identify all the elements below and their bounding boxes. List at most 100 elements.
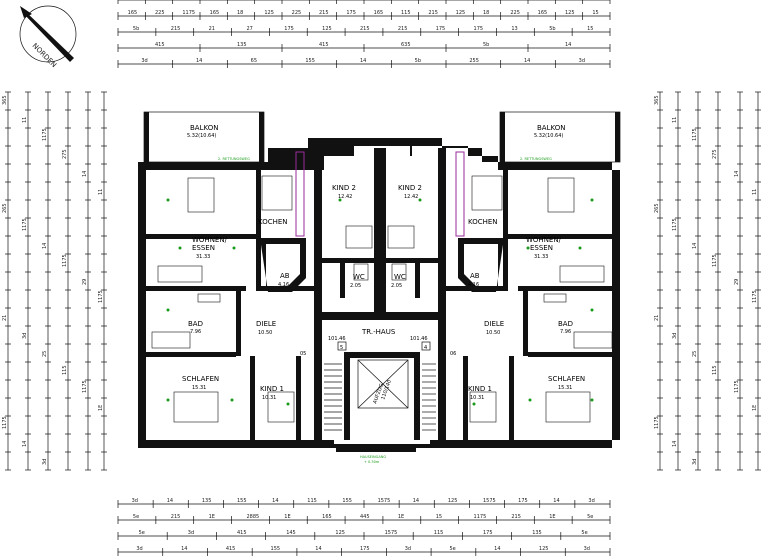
room-bad-left: BAD xyxy=(188,320,203,328)
room-bad-right-area: 7.96 xyxy=(560,329,571,335)
room-balkon-right-area: 5.32(10.64) xyxy=(534,133,563,139)
room-wohnen-left-area: 31.33 xyxy=(196,254,210,260)
top-dimension-label: 255 xyxy=(469,58,479,64)
bottom-dimension-label: 125 xyxy=(539,546,549,552)
bottom-dimension-label: 175 xyxy=(518,498,528,504)
room-kind1-right: KIND 1 xyxy=(468,385,492,393)
bottom-dimension-label: 15 xyxy=(436,514,442,520)
right-dimension-label: 11 xyxy=(752,189,758,195)
top-dimension-label: 3d xyxy=(141,58,147,64)
top-dimension-label: 165 xyxy=(374,10,384,16)
right-dimension-label: 265 xyxy=(654,203,660,213)
right-dimension-label: 29 xyxy=(734,279,740,285)
room-diele-left-area: 10.50 xyxy=(258,330,272,336)
room-schlafen-left-area: 15.31 xyxy=(192,385,206,391)
compass: NORDEN xyxy=(19,5,77,69)
bottom-dimension-label: 1575 xyxy=(385,530,398,536)
bottom-dimension-label: 155 xyxy=(237,498,247,504)
top-dimension-label: 125 xyxy=(456,10,466,16)
bottom-dimension-label: 5e xyxy=(139,530,145,536)
left-dimension-label: 11 xyxy=(22,117,28,123)
room-kind2-left: KIND 2 xyxy=(332,184,356,192)
right-dimension-label: 1175 xyxy=(654,416,660,429)
right-dimension-label: 1175 xyxy=(672,218,678,231)
top-dimension-label: 15 xyxy=(592,10,598,16)
stair-marker-right: 4 xyxy=(424,345,427,351)
left-dimension-label: 3d xyxy=(22,333,28,339)
bottom-dimension-label: 3d xyxy=(132,498,138,504)
bottom-dimension-label: 14 xyxy=(181,546,187,552)
room-ab-right: AB xyxy=(470,272,480,280)
bottom-dimension-label: 3d xyxy=(188,530,194,536)
room-wohnen-right-1: WOHNEN/ xyxy=(526,236,562,244)
room-wc-right: WC xyxy=(394,273,406,281)
top-dimension-label: 1175 xyxy=(182,10,195,16)
bottom-dimension-label: 5e xyxy=(581,530,587,536)
right-dimension-label: 14 xyxy=(734,171,740,177)
room-kind1-left-area: 10.31 xyxy=(262,395,276,401)
bottom-dimension-label: 165 xyxy=(322,514,332,520)
top-dimension-label: 125 xyxy=(264,10,274,16)
room-diele-right: DIELE xyxy=(484,320,504,328)
right-dimension-label: 1175 xyxy=(734,380,740,393)
bottom-dimension-label: 215 xyxy=(511,514,521,520)
bottom-dimension-label: 14 xyxy=(553,498,559,504)
bottom-dimension-label: 155 xyxy=(271,546,281,552)
right-dimension-label: 14 xyxy=(692,243,698,249)
bottom-dimension-label: 3d xyxy=(136,546,142,552)
bottom-dimension-label: 5e xyxy=(133,514,139,520)
top-dimension-label: 215 xyxy=(171,26,181,32)
compass-label: NORDEN xyxy=(31,42,58,69)
top-dimension-label: 115 xyxy=(401,10,411,16)
room-kochen-right: KOCHEN xyxy=(468,218,498,226)
bottom-dimension-label: 1E xyxy=(284,514,290,520)
room-wohnen-left-1: WOHNEN/ xyxy=(192,236,228,244)
right-dimension-label: 1E xyxy=(752,405,758,411)
bottom-dimension-label: 14 xyxy=(315,546,321,552)
bottom-dimension-label: 14 xyxy=(167,498,173,504)
room-labels-left: BALKON 5.32(10.64) 2. RETTUNGSWEG KOCHEN… xyxy=(182,124,365,401)
right-dimension-label: 275 xyxy=(712,149,718,159)
room-schlafen-left: SCHLAFEN xyxy=(182,375,219,383)
bottom-dimension-label: 14 xyxy=(494,546,500,552)
top-dimension-label: 18 xyxy=(237,10,243,16)
trhaus-right-level: 101.46 xyxy=(410,336,428,342)
top-dimension-label: 175 xyxy=(346,10,356,16)
top-dimension-label: 165 xyxy=(128,10,138,16)
bottom-dimension-label: 135 xyxy=(532,530,542,536)
left-dimension-label: 25 xyxy=(42,351,48,357)
top-dimension-label: 215 xyxy=(428,10,438,16)
right-dimension-chain: 36511117527514112651175141175291175213d2… xyxy=(654,91,761,471)
right-dimension-label: 1175 xyxy=(752,290,758,303)
left-dimension-label: 3d xyxy=(42,459,48,465)
entrance-label: HAUSEINGANG xyxy=(360,455,386,459)
left-dimension-label: 29 xyxy=(82,279,88,285)
bottom-dimension-label: 1175 xyxy=(474,514,487,520)
left-dimension-label: 14 xyxy=(22,441,28,447)
top-dimension-label: 13 xyxy=(511,26,517,32)
room-kochen-left: KOCHEN xyxy=(258,218,288,226)
top-dimension-label: 21 xyxy=(209,26,215,32)
room-wohnen-left-2: ESSEN xyxy=(192,244,215,252)
stair-marker-left: 5 xyxy=(340,345,343,351)
top-dimension-label: 155 xyxy=(305,58,315,64)
bottom-dimension-label: 215 xyxy=(171,514,181,520)
rettungsweg-right: 2. RETTUNGSWEG xyxy=(520,157,552,161)
top-dimension-label: 225 xyxy=(510,10,520,16)
top-dimension-label: 175 xyxy=(474,26,484,32)
room-diele-right-area: 10.50 xyxy=(486,330,500,336)
right-dimension-label: 3d xyxy=(672,333,678,339)
room-bad-left-area: 7.96 xyxy=(190,329,201,335)
room-trhaus: TR.-HAUS xyxy=(361,328,396,336)
top-dimension-label: 5b xyxy=(483,42,489,48)
room-wohnen-right-2: ESSEN xyxy=(530,244,553,252)
left-dimension-label: 1175 xyxy=(98,290,104,303)
party-wall xyxy=(374,148,386,312)
top-dimension-label: 215 xyxy=(319,10,329,16)
bottom-dimension-label: 1E xyxy=(549,514,555,520)
top-dimension-label: 14 xyxy=(565,42,571,48)
right-dimension-label: 21 xyxy=(654,315,660,321)
top-dimension-label: 14 xyxy=(360,58,366,64)
bottom-dimension-label: 175 xyxy=(483,530,493,536)
bottom-dimension-label: 115 xyxy=(307,498,317,504)
